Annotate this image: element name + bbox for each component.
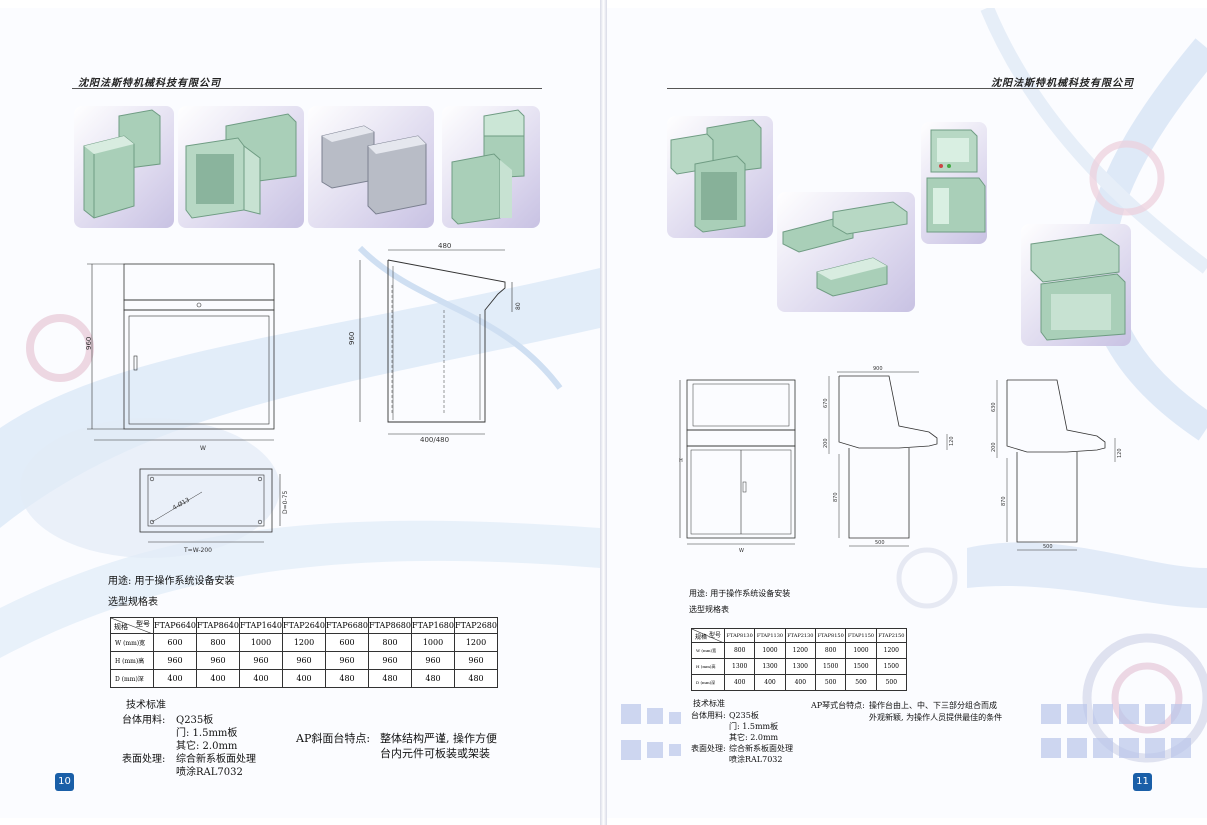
material-value-2: 门: 1.5mm板 <box>729 722 779 731</box>
model-header: FTAP8150 <box>814 628 847 643</box>
dim-height-h: H <box>679 458 683 464</box>
usage-text: 用途: 用于操作系统设备安装 <box>108 576 235 587</box>
feature-line-1: 整体结构严谨, 操作方便 <box>380 732 497 745</box>
dim-width: W <box>200 445 206 452</box>
dim-lower-2: 870 <box>1001 496 1007 506</box>
dim-ledge-2: 120 <box>1117 448 1123 458</box>
dim-plan-depth: D=0-75 <box>282 491 289 514</box>
feature-label: AP琴式台特点: <box>811 701 865 710</box>
table-row: H (mm)高 1300 1300 1300 1500 1500 1500 <box>691 658 908 675</box>
dim-upper: 670 <box>823 398 829 408</box>
model-header: FTAP8640 <box>196 617 240 634</box>
model-header: FTAP2130 <box>784 628 816 643</box>
model-header: FTAP2680 <box>454 617 498 634</box>
left-page: 沈阳法斯特机械科技有限公司 <box>0 8 600 818</box>
table-row: D (mm)深 400 400 400 500 500 500 <box>691 674 908 691</box>
feature-label: AP斜面台特点: <box>296 732 371 745</box>
background-swoosh <box>0 245 600 658</box>
surface-value-2: 喷涂RAL7032 <box>729 755 783 764</box>
model-header: FTAP2640 <box>282 617 326 634</box>
page-number-badge: 11 <box>1133 773 1152 791</box>
company-header: 沈阳法斯特机械科技有限公司 <box>991 78 1134 89</box>
feature-line-2: 外观新颖, 为操作人员提供最佳的条件 <box>869 713 1003 722</box>
dim-side-height: 960 <box>348 332 356 345</box>
dim-bottom: 400/480 <box>420 436 449 444</box>
model-header: FTAP1640 <box>239 617 283 634</box>
product-photo-2 <box>178 106 304 228</box>
console-side-drawing-1: 900 670 200 120 870 500 <box>823 366 955 547</box>
dim-width-w: W <box>739 548 744 554</box>
tech-title: 技术标准 <box>693 699 725 708</box>
dim-lower: 870 <box>833 492 839 502</box>
product-photo-1 <box>74 106 174 228</box>
plan-view-drawing: 4-Ø13 D=0-75 T=W-200 <box>139 468 289 554</box>
model-header: FTAP1680 <box>411 617 455 634</box>
surface-value-1: 综合新系板面处理 <box>729 744 793 753</box>
header-rule <box>72 88 542 89</box>
material-label: 台体用料: <box>691 711 726 720</box>
material-value-1: Q235板 <box>176 715 214 726</box>
product-photo-4 <box>442 106 540 228</box>
material-value-3: 其它: 2.0mm <box>176 741 238 752</box>
model-header: FTAP2150 <box>875 628 908 643</box>
table-row: D (mm)深 400 400 400 400 480 480 480 480 <box>110 669 498 688</box>
dim-plan-width: T=W-200 <box>183 547 212 554</box>
model-header: FTAP6640 <box>153 617 197 634</box>
spec-table: 型号 规格 FTAP6640 FTAP8640 FTAP1640 FTAP264… <box>110 617 498 688</box>
table-row: W (mm)宽 800 1000 1200 800 1000 1200 <box>691 642 908 659</box>
spine-gutter <box>600 0 607 825</box>
product-photo-8 <box>1021 224 1131 346</box>
header-rule <box>667 88 1133 89</box>
product-photo-7 <box>921 122 987 244</box>
surface-label: 表面处理: <box>691 744 726 753</box>
product-photo-3 <box>308 106 434 228</box>
dim-middle-2: 200 <box>991 442 997 452</box>
feature-line-2: 台内元件可板装或架装 <box>380 747 490 760</box>
dim-base: 500 <box>875 540 885 546</box>
model-header: FTAP6680 <box>325 617 369 634</box>
console-front-drawing: H W <box>679 379 796 554</box>
tech-title: 技术标准 <box>126 700 166 711</box>
material-value-2: 门: 1.5mm板 <box>176 728 238 739</box>
material-label: 台体用料: <box>122 715 166 726</box>
model-header: FTAP8130 <box>723 628 756 643</box>
table-corner: 型号 规格 <box>110 617 154 634</box>
usage-text: 用途: 用于操作系统设备安装 <box>689 589 791 598</box>
page-number-badge: 10 <box>55 773 74 791</box>
model-header: FTAP8680 <box>368 617 412 634</box>
dim-top: 480 <box>438 242 451 250</box>
model-header: FTAP1130 <box>754 628 786 643</box>
company-header: 沈阳法斯特机械科技有限公司 <box>78 78 221 89</box>
console-side-drawing-2: 630 200 120 870 500 <box>991 379 1123 551</box>
product-photo-6 <box>777 192 915 312</box>
table-row: H (mm)高 960 960 960 960 960 960 960 960 <box>110 651 498 670</box>
dim-upper-2: 630 <box>991 402 997 412</box>
dim-base-2: 500 <box>1043 544 1053 550</box>
material-value-1: Q235板 <box>729 711 759 720</box>
right-page: 沈阳法斯特机械科技有限公司 <box>607 8 1207 818</box>
surface-value-2: 喷涂RAL7032 <box>176 767 243 778</box>
dim-middle: 200 <box>823 438 829 448</box>
surface-value-1: 综合新系板面处理 <box>176 754 256 765</box>
selection-title: 选型规格表 <box>689 605 729 614</box>
material-value-3: 其它: 2.0mm <box>729 733 779 742</box>
model-header: FTAP1150 <box>845 628 877 643</box>
side-view-drawing: 480 960 80 400/480 <box>348 242 522 444</box>
surface-label: 表面处理: <box>122 754 166 765</box>
dim-top-width: 900 <box>873 366 883 372</box>
spec-table: 型号 规格 FTAP8130 FTAP1130 FTAP2130 FTAP815… <box>691 628 908 691</box>
selection-title: 选型规格表 <box>108 597 158 608</box>
feature-line-1: 操作台由上、中、下三部分组合而成 <box>869 701 997 710</box>
table-row: W (mm)宽 600 800 1000 1200 600 800 1000 1… <box>110 633 498 652</box>
dim-offset: 80 <box>515 302 522 310</box>
dim-ledge: 120 <box>949 436 955 446</box>
dim-height: 960 <box>85 337 93 350</box>
dim-holes: 4-Ø13 <box>172 496 192 511</box>
front-view-drawing: 960 W <box>85 263 275 452</box>
table-corner: 型号 规格 <box>691 628 725 643</box>
product-photo-5 <box>667 116 773 238</box>
decor-squares <box>621 704 1201 764</box>
